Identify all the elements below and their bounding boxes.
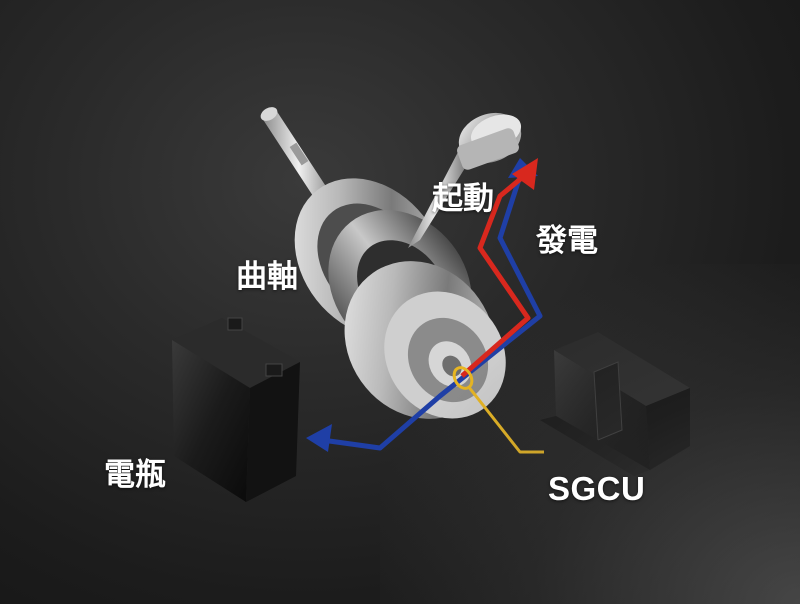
crankshaft-label: 曲軸 <box>236 259 298 295</box>
battery-label: 電瓶 <box>104 457 166 493</box>
sgcu-controller-illustration <box>540 332 690 476</box>
piston-assembly <box>408 112 522 248</box>
battery-illustration <box>172 317 300 502</box>
generate-label: 發電 <box>536 223 598 259</box>
start-arrow <box>460 158 538 378</box>
start-label: 起動 <box>432 181 494 217</box>
sgcu-label: SGCU <box>548 470 646 507</box>
generator-rotor <box>344 261 506 419</box>
sgcu-wire <box>452 366 544 454</box>
